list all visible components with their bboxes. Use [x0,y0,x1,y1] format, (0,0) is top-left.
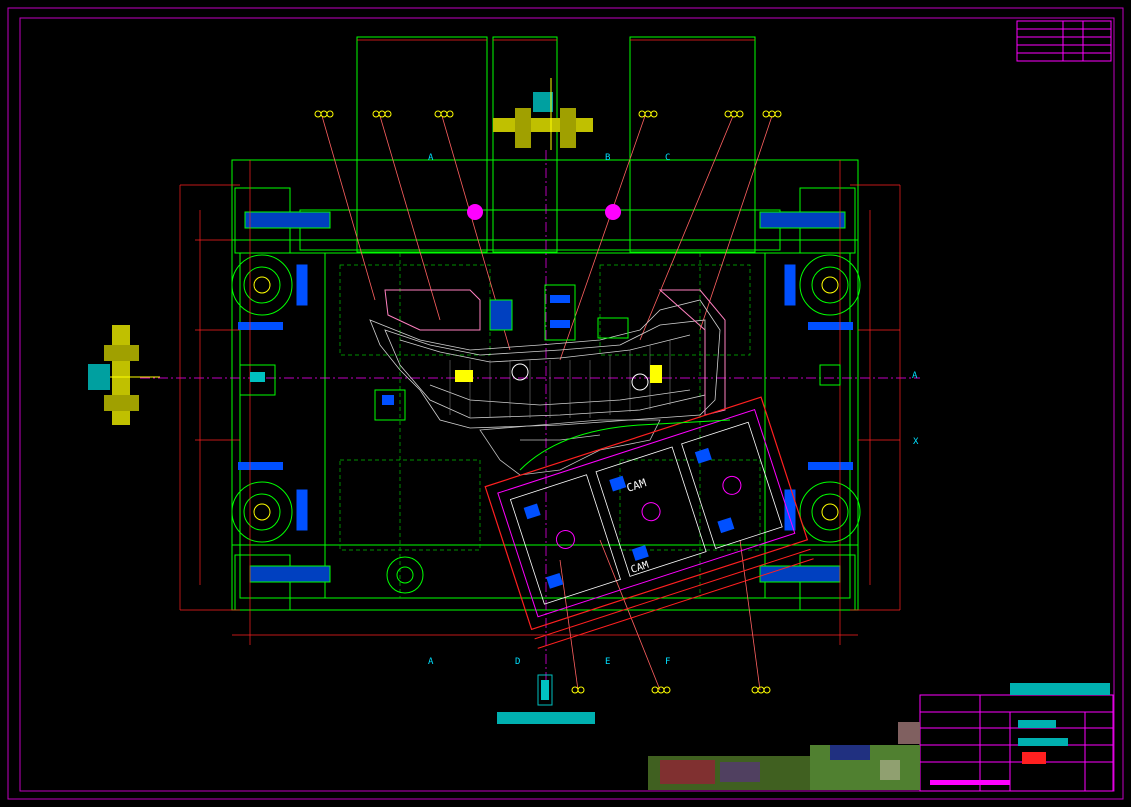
guide-pillar-top-right [784,254,861,316]
svg-text:E: E [605,657,610,667]
center-lines [140,150,920,680]
hidden-lines [339,253,761,598]
keeper-blocks [238,322,853,470]
svg-text:A: A [428,657,434,667]
inner-frame [19,17,1115,792]
guide-pillar-top-left [231,254,308,316]
small-components [239,204,841,594]
guide-pillar-bottom-right [784,481,861,543]
panel-part-hatch [449,340,671,418]
crane-hook-top-icon [493,78,593,150]
svg-text:A: A [428,153,434,163]
svg-text:X: X [913,437,919,447]
svg-text:B: B [605,153,610,163]
section-markers: A B C A D E F A X [428,153,919,667]
svg-text:A: A [912,371,918,381]
cam-assembly [484,396,814,649]
cam-label: CAM [625,476,648,495]
trim-line [519,419,731,471]
flange-highlight [384,289,726,416]
crane-hook-left-icon [88,325,160,425]
svg-text:D: D [515,657,520,667]
svg-text:F: F [665,657,670,667]
balloon-markers [314,110,782,694]
outer-frame [7,7,1124,800]
die-base-outline [231,36,859,611]
lifting-lugs [234,187,856,611]
cam-label-2: CAM [630,560,651,576]
guide-pillar-bottom-left [231,481,308,543]
panel-part-lower [479,419,661,476]
svg-text:C: C [665,153,670,163]
obscured-region [648,722,920,790]
title-block [919,683,1114,792]
bottom-symbol [497,674,595,724]
revision-table [1016,20,1112,62]
